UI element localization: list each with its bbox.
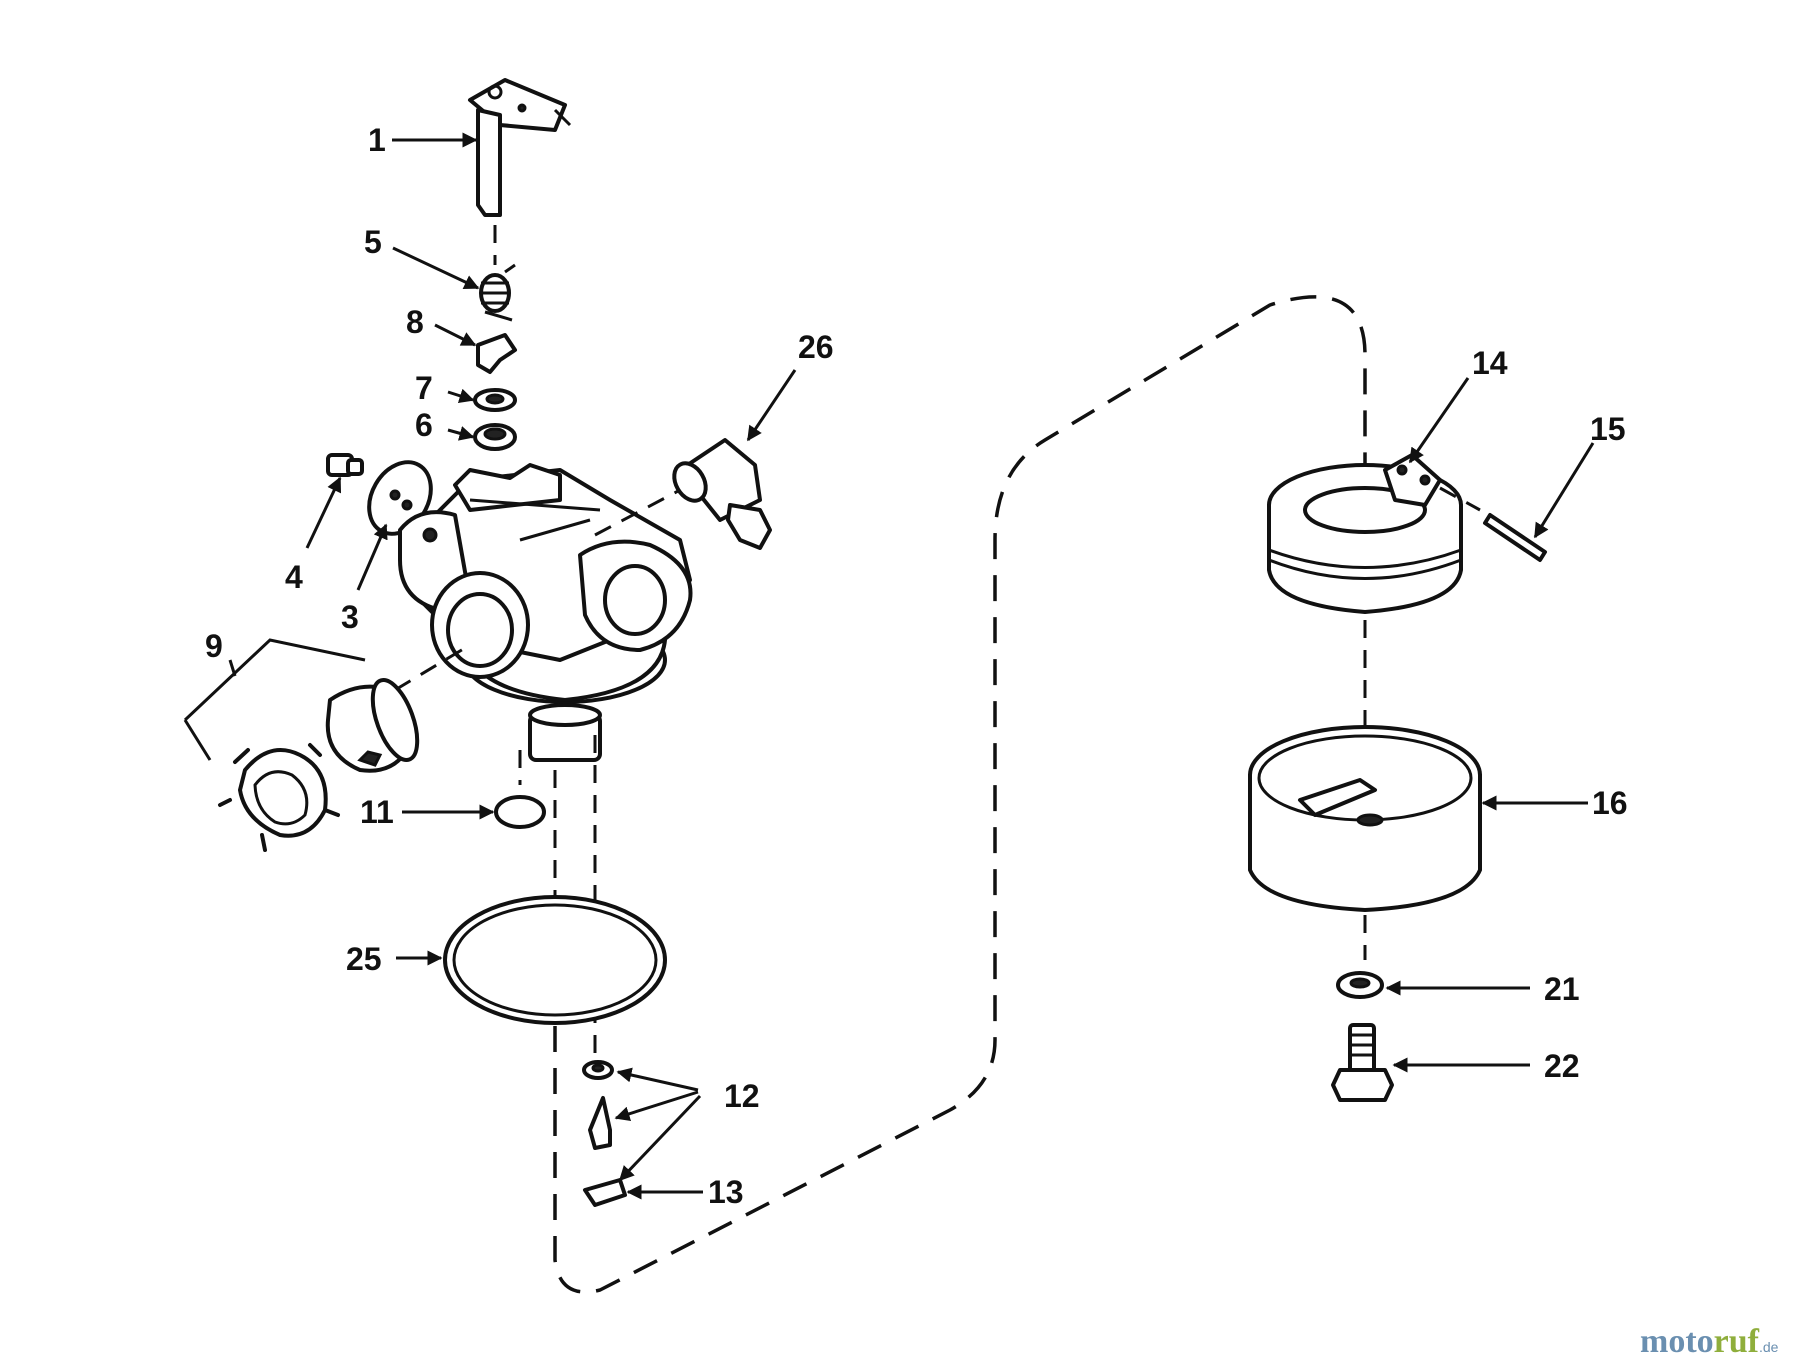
svg-text:motoruf.de: motoruf.de <box>1640 1323 1779 1360</box>
callout-14: 14 <box>1472 345 1508 381</box>
motoruf-watermark: motoruf.de <box>1640 1323 1779 1360</box>
callout-16: 16 <box>1592 785 1628 821</box>
callout-labels: 1 5 8 7 6 4 3 26 9 11 25 12 13 14 15 16 … <box>205 122 1628 1210</box>
callout-5: 5 <box>364 224 382 260</box>
part-5-spring <box>479 263 516 322</box>
part-12-jet-parts <box>582 1060 627 1207</box>
leader-lines <box>305 132 1595 1200</box>
callout-6: 6 <box>415 407 433 443</box>
callout-26: 26 <box>798 329 834 365</box>
part-16-float-bowl <box>1248 725 1482 912</box>
carburetor-body <box>398 463 693 762</box>
part-26-fuel-fitting <box>672 438 772 550</box>
callout-12: 12 <box>724 1078 760 1114</box>
callout-3: 3 <box>341 599 359 635</box>
dashed-assembly-loop <box>553 295 1367 1294</box>
callout-9: 9 <box>205 628 223 664</box>
callout-4: 4 <box>285 559 303 595</box>
part-11-plug <box>494 795 546 829</box>
callout-22: 22 <box>1544 1048 1580 1084</box>
callout-1: 1 <box>368 122 386 158</box>
callout-15: 15 <box>1590 411 1626 447</box>
callout-8: 8 <box>406 304 424 340</box>
part-1-throttle-shaft <box>468 78 572 217</box>
watermark-moto: moto <box>1640 1323 1714 1360</box>
callout-11: 11 <box>360 794 394 830</box>
watermark-ruf: ruf <box>1714 1323 1760 1360</box>
callout-13: 13 <box>708 1174 744 1210</box>
callout-21: 21 <box>1544 971 1580 1007</box>
part-22-bowl-nut <box>1331 1023 1394 1102</box>
part-25-gasket-ring <box>443 895 667 1025</box>
part-7-washer <box>473 388 517 412</box>
part-4-screw <box>326 453 364 477</box>
part-14-float <box>1267 453 1463 614</box>
part-8-clip <box>476 333 517 374</box>
callout-25: 25 <box>346 941 382 977</box>
part-21-washer <box>1336 971 1384 999</box>
part-9-primer-assembly <box>183 638 420 852</box>
part-15-pin <box>1483 513 1547 562</box>
callout-7: 7 <box>415 370 433 406</box>
watermark-suffix: .de <box>1759 1339 1779 1355</box>
part-6-seal <box>473 423 517 451</box>
